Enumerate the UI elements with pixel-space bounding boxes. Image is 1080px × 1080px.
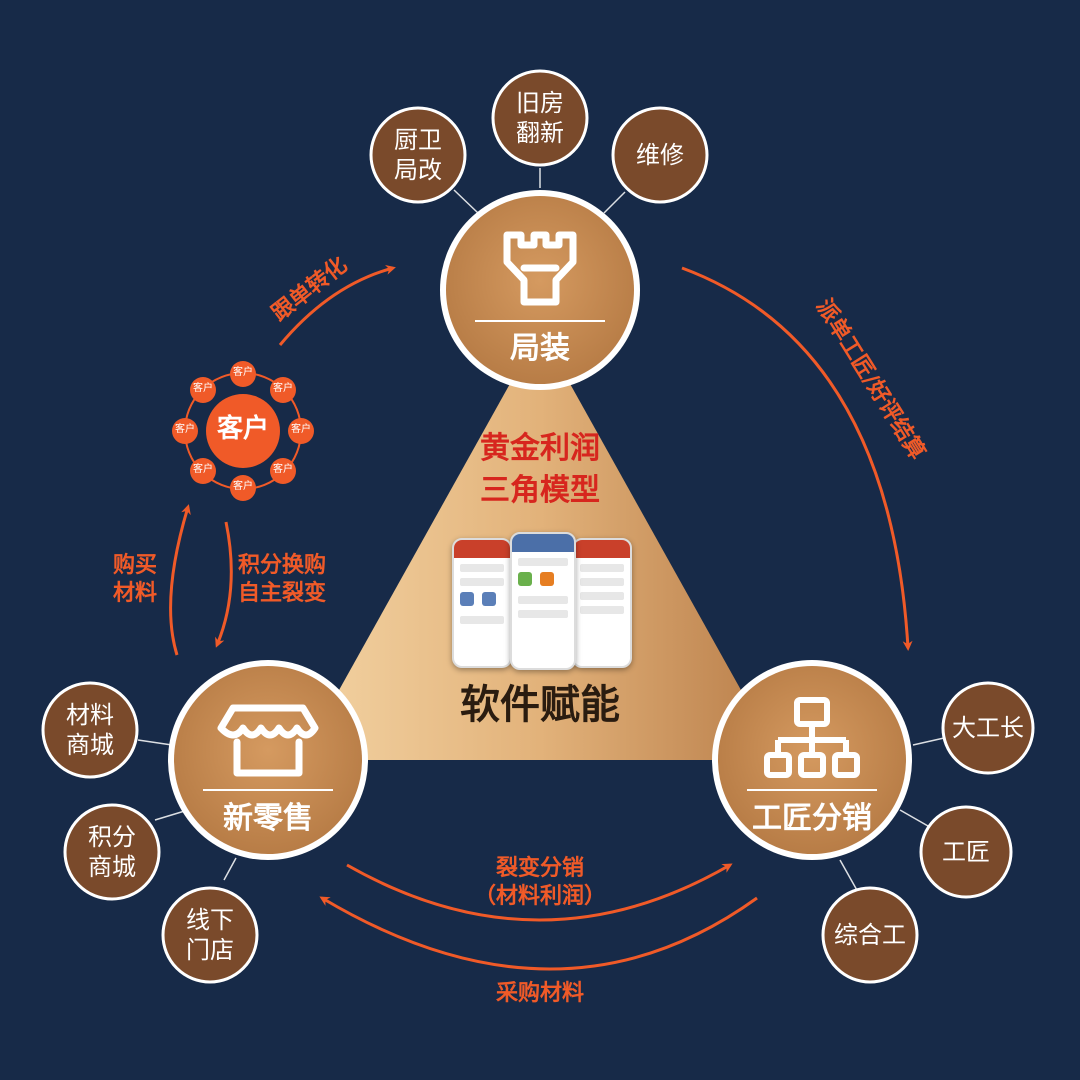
hub-left-circle [168, 660, 368, 860]
customer-ring-dots [172, 361, 314, 501]
hub-right-label: 工匠分销 [752, 801, 872, 836]
customer-ring-label: 客户 [175, 424, 195, 435]
flow-label-points-redemption: 积分换购 自主裂变 [237, 553, 326, 606]
model-title-line2: 三角模型 [480, 473, 600, 508]
arrow-left-to-customer [169, 504, 191, 656]
arrow-right-to-left [319, 896, 758, 971]
flow-label-buy-materials: 购买 材料 [112, 553, 157, 606]
satellite-label-foreman: 大工长 [952, 714, 1024, 742]
arrow-customer-to-left [215, 521, 233, 648]
hub-top-label: 局装 [510, 331, 570, 366]
hub-top-circle [440, 190, 640, 390]
satellite-label-general-worker: 综合工 [834, 921, 906, 949]
customer-ring-label: 客户 [193, 464, 213, 475]
customer-ring-label: 客户 [233, 367, 253, 378]
flow-label-purchase-materials: 采购材料 [495, 981, 584, 1006]
customer-ring-label: 客户 [273, 464, 293, 475]
software-empower-label: 软件赋能 [460, 682, 620, 728]
hub-right-circle [712, 660, 912, 860]
storefront-icon [217, 704, 319, 777]
customer-ring-label: 客户 [273, 383, 293, 394]
org-chart-icon [764, 697, 860, 778]
flow-arrows [169, 264, 913, 971]
satellite-label-offline-store: 线下 门店 [186, 906, 234, 964]
phone-mockup-center [510, 532, 576, 670]
satellite-label-points-mall: 积分 商城 [88, 823, 136, 881]
flow-label-fission-distribution: 裂变分销 （材料利润） [473, 856, 606, 909]
hub-left-label: 新零售 [223, 801, 313, 836]
satellite-circles [41, 69, 1035, 984]
paint-brush-icon [503, 231, 577, 306]
satellite-label-craftsman: 工匠 [942, 838, 990, 866]
model-title-line1: 黄金利润 [480, 431, 600, 466]
arrow-left-to-right [346, 863, 733, 922]
satellite-connectors [137, 168, 945, 893]
customer-ring-label: 客户 [233, 481, 253, 492]
customer-center [206, 394, 280, 468]
satellite-label-renovation: 旧房 翻新 [516, 89, 564, 147]
satellite-label-repair: 维修 [636, 141, 684, 169]
customer-center-label: 客户 [216, 414, 269, 444]
phone-mockup-left [452, 538, 512, 668]
app-screenshots [452, 532, 632, 670]
customer-ring-label: 客户 [291, 424, 311, 435]
satellite-label-kitchen-bath: 厨卫 局改 [394, 126, 442, 184]
phone-mockup-right [572, 538, 632, 668]
arrow-customer-to-top [278, 264, 396, 346]
satellite-label-material-mall: 材料 商城 [66, 701, 114, 759]
customer-ring-label: 客户 [193, 383, 213, 394]
arrow-top-to-right [681, 266, 913, 651]
